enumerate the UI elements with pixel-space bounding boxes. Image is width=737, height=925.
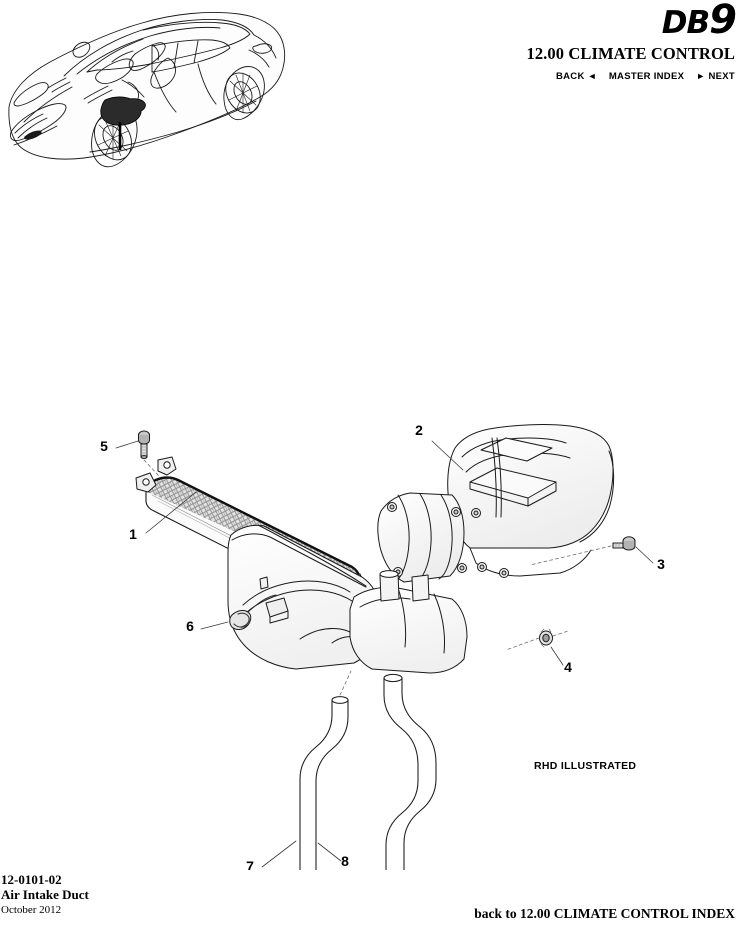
nav-back-button[interactable]: BACK — [555, 71, 585, 82]
callout-4: 4 — [564, 659, 572, 675]
part-drain-tube-right — [383, 673, 437, 870]
vehicle-locator-thumbnail — [2, 2, 294, 190]
air-intake-duct-body — [227, 524, 380, 670]
part-drain-tube-left — [299, 670, 352, 870]
back-to-index-link[interactable]: back to 12.00 CLIMATE CONTROL INDEX — [474, 906, 735, 921]
duct-lower-outlets — [349, 570, 468, 674]
part-plenum-housing — [447, 424, 615, 577]
document-date: October 2012 — [1, 904, 62, 916]
callout-8: 8 — [341, 853, 349, 869]
page-footer: 12-0101-02 Air Intake Duct October 2012 … — [0, 870, 737, 925]
callout-leader-lines — [115, 440, 654, 868]
exploded-parts-diagram: 1 2 3 4 5 6 7 8 — [0, 195, 737, 870]
rhd-illustrated-note: RHD ILLUSTRATED — [534, 760, 637, 772]
highlighted-component — [100, 96, 146, 150]
document-number: 12-0101-02 — [1, 872, 62, 887]
nav-master-index-button[interactable]: MASTER INDEX — [608, 71, 685, 82]
logo-db-text: DB — [661, 5, 710, 41]
document-subject: Air Intake Duct — [1, 887, 89, 902]
nav-next-button[interactable]: NEXT — [708, 71, 735, 82]
callout-number-group: 1 2 3 4 5 6 7 8 — [100, 422, 665, 870]
header-title-block: DB9 12.00 CLIMATE CONTROL BACK◄ MASTER IN… — [407, 0, 737, 82]
part-retaining-clip — [229, 594, 277, 630]
model-logo: DB9 — [407, 0, 737, 40]
callout-3: 3 — [657, 556, 665, 572]
footer-document-info: 12-0101-02 Air Intake Duct October 2012 — [1, 872, 89, 917]
logo-number-text: 9 — [709, 0, 737, 43]
back-arrow-icon[interactable]: ◄ — [587, 71, 597, 81]
header-navigation: BACK◄ MASTER INDEX ►NEXT — [407, 64, 737, 82]
next-arrow-icon[interactable]: ► — [696, 71, 706, 81]
part-screw-right — [529, 536, 636, 566]
callout-5: 5 — [100, 438, 108, 454]
callout-7: 7 — [246, 858, 254, 870]
section-title: 12.00 CLIMATE CONTROL — [526, 44, 735, 63]
part-screw-upper-left — [138, 430, 161, 478]
page-header: DB9 12.00 CLIMATE CONTROL BACK◄ MASTER IN… — [0, 0, 737, 190]
part-nut-lower-right — [505, 628, 569, 651]
callout-6: 6 — [186, 618, 194, 634]
callout-1: 1 — [129, 526, 137, 542]
callout-2: 2 — [415, 422, 423, 438]
